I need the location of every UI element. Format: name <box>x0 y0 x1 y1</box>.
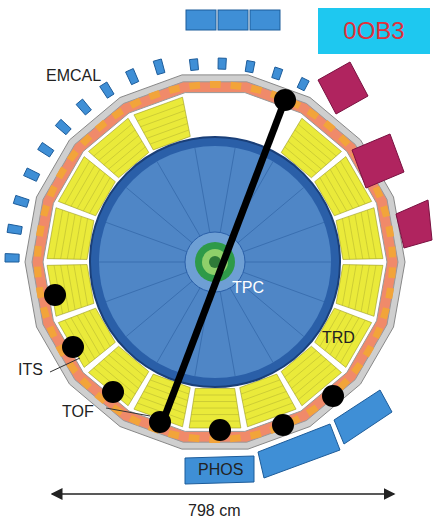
part-label: TPC <box>232 280 264 296</box>
part-label: 798 cm <box>188 503 240 519</box>
part-label: TRD <box>322 330 355 346</box>
part-label: EMCAL <box>46 68 101 84</box>
tag-box: 0OB3 <box>318 8 430 54</box>
tag-text: 0OB3 <box>343 17 404 45</box>
part-label: TOF <box>62 404 94 420</box>
part-label: ITS <box>18 362 43 378</box>
part-label: PHOS <box>198 462 243 478</box>
